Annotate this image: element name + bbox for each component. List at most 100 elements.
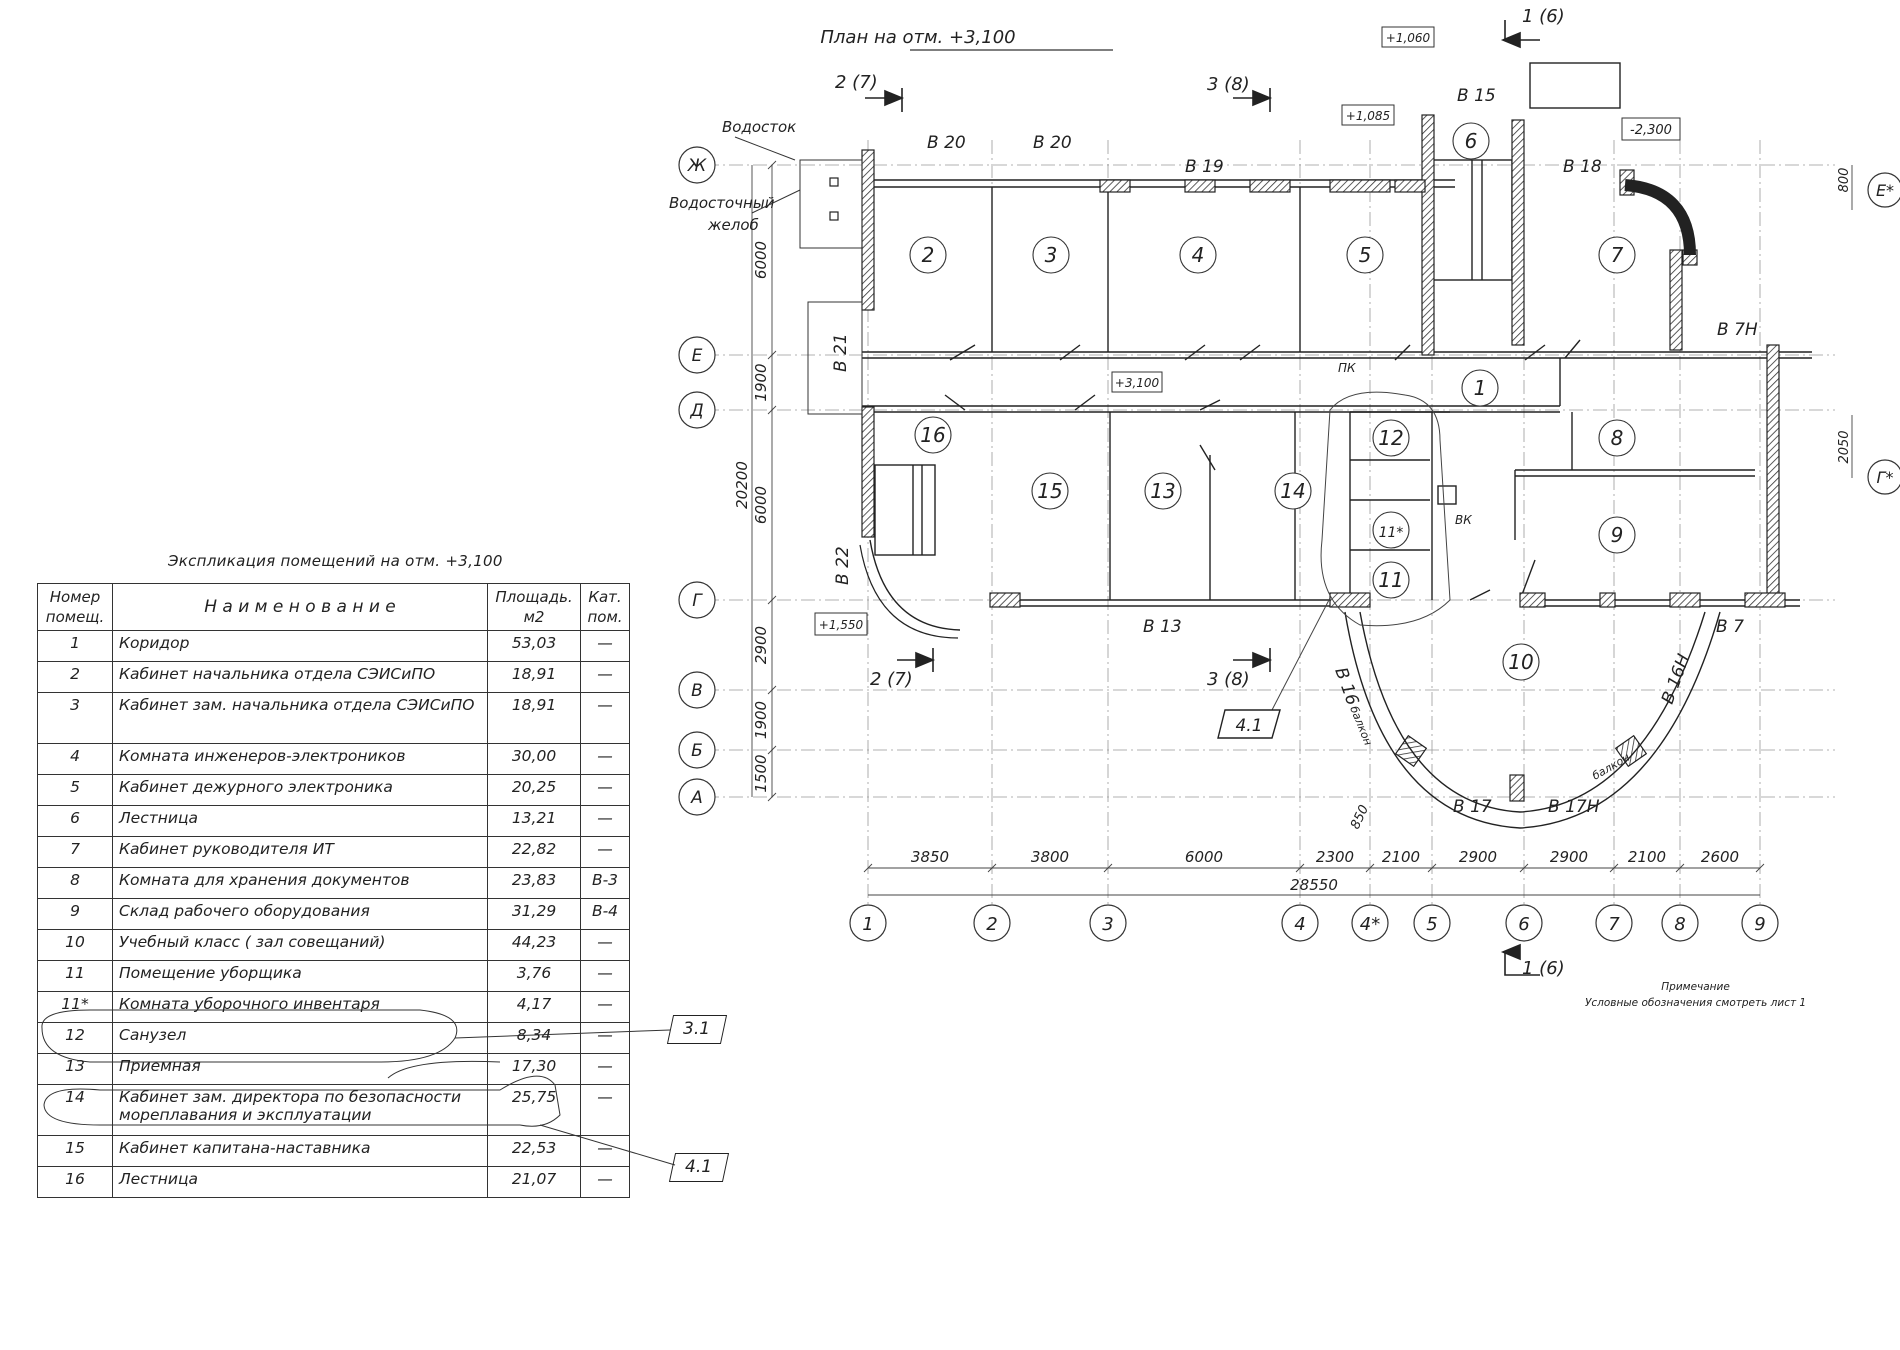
- dim-bottom: 2100: [1382, 848, 1420, 866]
- row-category: —: [580, 1166, 630, 1198]
- window-b22: В 22: [833, 546, 853, 585]
- axis-label-v: 3: [1102, 914, 1113, 935]
- section-3-bottom: 3 (8): [1207, 669, 1250, 690]
- stair16-arc: [869, 539, 961, 631]
- row-area: 25,75: [487, 1084, 581, 1136]
- row-number: 4: [37, 743, 113, 775]
- axis-bubble-right: [1867, 172, 1900, 208]
- row-area: 20,25: [487, 774, 581, 806]
- header-num-line2: помещ.: [45, 608, 105, 626]
- room-marker-circle: [1598, 516, 1636, 554]
- table-callout-4-1: 4.1: [668, 1153, 730, 1182]
- level-1060: +1,060: [1386, 31, 1431, 45]
- dim-left: 1900: [752, 701, 770, 739]
- axis-label-h: Ж: [687, 156, 707, 176]
- axis-bubble-v: [1281, 904, 1319, 942]
- window-b15: В 15: [1457, 86, 1496, 106]
- window-b16n: В 16Н: [1658, 651, 1694, 706]
- dim-bottom: 6000: [1185, 848, 1223, 866]
- row-area: 30,00: [487, 743, 581, 775]
- axis-label-h: Г: [692, 591, 703, 611]
- room-number: 5: [1359, 243, 1372, 267]
- axis-bubble-v: [1741, 904, 1779, 942]
- dim-left: 1500: [752, 754, 770, 792]
- axis-bubble-v: [973, 904, 1011, 942]
- row-name: Лестница: [112, 1166, 488, 1198]
- row-name: Кабинет дежурного электроника: [112, 774, 488, 806]
- level-1085: +1,085: [1346, 109, 1390, 123]
- room-marker-circle: [909, 236, 947, 274]
- axis-label-v: 4: [1294, 914, 1305, 935]
- room-marker-circle: [1461, 369, 1499, 407]
- room-marker-circle: [1372, 511, 1410, 549]
- label-downpipe: Водосток: [722, 118, 796, 136]
- row-number: 15: [37, 1135, 113, 1167]
- axis-label-h: Б: [691, 741, 703, 761]
- window-b19: В 19: [1185, 157, 1224, 177]
- axis-label-v: 2: [986, 914, 997, 935]
- axis-bubble-v: [1661, 904, 1699, 942]
- room-number: 9: [1611, 523, 1624, 547]
- label-850: 850: [1348, 803, 1372, 832]
- row-name: Комната инженеров-электроников: [112, 743, 488, 775]
- axis-bubble-h: [678, 778, 716, 816]
- label-vk: ВК: [1455, 513, 1472, 527]
- room-number: 11: [1378, 568, 1403, 592]
- room7-curved-wall: [1624, 179, 1696, 256]
- row-number: 6: [37, 805, 113, 837]
- row-area: 4,17: [487, 991, 581, 1023]
- row-number: 5: [37, 774, 113, 806]
- level-3100: +3,100: [1115, 376, 1160, 390]
- axis-label-h: А: [690, 788, 703, 808]
- row-area: 3,76: [487, 960, 581, 992]
- axis-label-v: 8: [1674, 914, 1685, 935]
- row-category: В-3: [580, 867, 630, 899]
- room-number: 7: [1611, 243, 1624, 267]
- dim-total: 28550: [1290, 876, 1338, 894]
- label-balcony-left: балкон: [1347, 704, 1374, 747]
- row-number: 7: [37, 836, 113, 868]
- room-number: 1: [1474, 376, 1487, 400]
- row-number: 9: [37, 898, 113, 930]
- axis-label-right: Е*: [1876, 181, 1894, 200]
- axis-bubble-v: [1413, 904, 1451, 942]
- row-category: —: [580, 929, 630, 961]
- axis-label-right: Г*: [1877, 468, 1894, 487]
- label-gutter-2: желоб: [707, 216, 759, 234]
- callout-leader: [1271, 597, 1331, 711]
- row-category: —: [580, 630, 630, 662]
- label-pk: ПК: [1338, 361, 1356, 375]
- row-category: В-4: [580, 898, 630, 930]
- room-marker-circle: [1598, 419, 1636, 457]
- axis-bubble-v: [1089, 904, 1127, 942]
- window-b7n: В 7Н: [1717, 320, 1758, 340]
- row-number: 1: [37, 630, 113, 662]
- room-marker-circle: [1598, 236, 1636, 274]
- header-num-line1: Номер: [49, 588, 101, 606]
- axis-label-h: Д: [689, 401, 703, 421]
- axis-bubble-h: [678, 581, 716, 619]
- room-number: 11*: [1379, 525, 1404, 541]
- section-2-top: 2 (7): [835, 72, 878, 93]
- row-category: —: [580, 805, 630, 837]
- header-area: Площадь.м2: [487, 583, 581, 631]
- axis-label-v: 6: [1518, 914, 1529, 935]
- window-b18: В 18: [1563, 157, 1602, 177]
- row-area: 31,29: [487, 898, 581, 930]
- row-number: 8: [37, 867, 113, 899]
- row-number: 16: [37, 1166, 113, 1198]
- dim-bottom: 3800: [1031, 848, 1069, 866]
- window-b20-a: В 20: [927, 133, 966, 153]
- room-number: 8: [1611, 426, 1624, 450]
- row-name: Комната уборочного инвентаря: [112, 991, 488, 1023]
- room-marker-circle: [1144, 472, 1182, 510]
- plan-callout-box: [1217, 709, 1281, 739]
- dim-right-top: 800: [1837, 168, 1852, 193]
- row-name: Лестница: [112, 805, 488, 837]
